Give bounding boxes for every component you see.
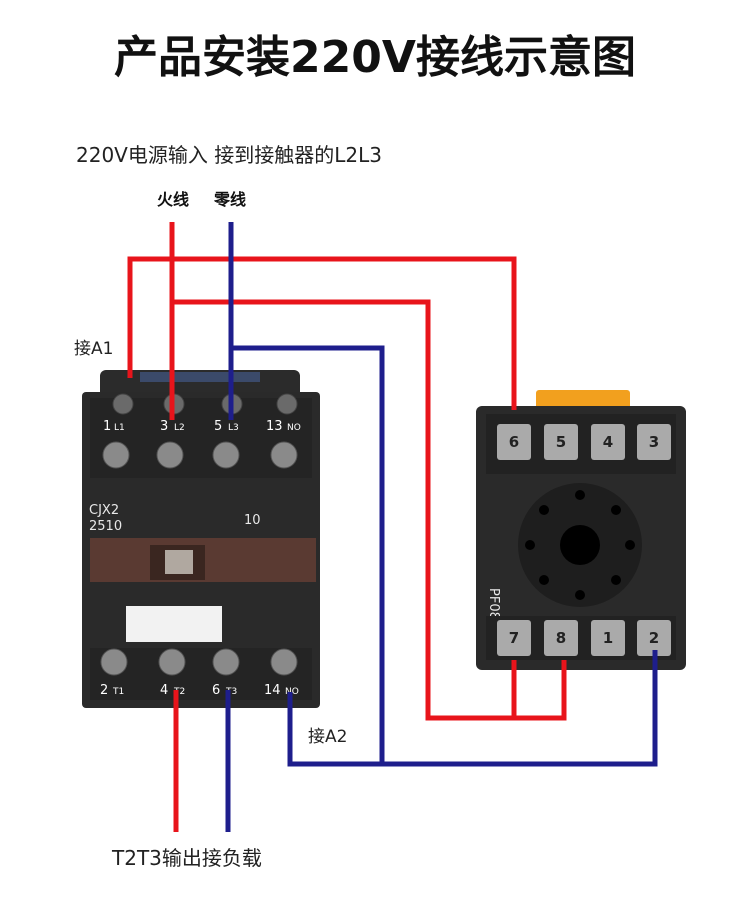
screw-icon bbox=[270, 648, 298, 676]
screw-icon bbox=[100, 648, 128, 676]
relay-top-pins: 6 5 4 3 bbox=[497, 424, 671, 460]
pin-terminal bbox=[544, 620, 578, 656]
pin-terminal bbox=[497, 620, 531, 656]
screw-icon bbox=[102, 441, 130, 469]
pin-number: 6 bbox=[509, 433, 519, 451]
pin-terminal bbox=[591, 620, 625, 656]
pin-terminal bbox=[637, 620, 671, 656]
pin-number: 5 bbox=[556, 433, 566, 451]
screw-icon bbox=[212, 441, 240, 469]
a1-label: 接A1 bbox=[74, 339, 113, 359]
terminal-sub: T1 bbox=[112, 687, 124, 697]
pin-number: 2 bbox=[649, 629, 659, 647]
terminal-number: 14 bbox=[264, 683, 281, 698]
pin-number: 8 bbox=[556, 629, 566, 647]
a2-label: 接A2 bbox=[308, 727, 347, 747]
model-line2: 2510 bbox=[89, 519, 122, 534]
relay-bottom-pins: 7 8 1 2 bbox=[497, 620, 671, 656]
terminal-sub: L3 bbox=[228, 423, 239, 433]
relay-base: 6 5 4 3 PF083A 7 8 1 2 bbox=[476, 390, 686, 670]
screw-icon bbox=[156, 441, 184, 469]
screw-icon bbox=[270, 441, 298, 469]
terminal-number: 4 bbox=[160, 683, 168, 698]
contactor-top-terminal-labels: 1 L1 3 L2 5 L3 13 NO bbox=[103, 419, 301, 434]
model-line1: CJX2 bbox=[89, 503, 119, 518]
wires bbox=[127, 222, 658, 832]
contactor-bottom-screws bbox=[100, 648, 298, 676]
contactor-actuator-pin bbox=[165, 550, 193, 574]
pin-terminal bbox=[544, 424, 578, 460]
neutral-wire-a2 bbox=[287, 692, 382, 767]
pin-number: 3 bbox=[649, 433, 659, 451]
terminal-number: 5 bbox=[214, 419, 222, 434]
terminal-sub: L1 bbox=[114, 423, 125, 433]
page-title: 产品安装220V接线示意图 bbox=[114, 32, 636, 83]
terminal-sub: T2 bbox=[173, 687, 185, 697]
rating-text: 10 bbox=[244, 513, 261, 528]
screw-icon bbox=[158, 648, 186, 676]
terminal-number: 3 bbox=[160, 419, 168, 434]
live-wire-a1-to-pin6 bbox=[127, 256, 517, 410]
pin-number: 4 bbox=[603, 433, 613, 451]
terminal-number: 1 bbox=[103, 419, 111, 434]
terminal-number: 6 bbox=[212, 683, 220, 698]
contactor-label-plate bbox=[126, 606, 222, 642]
relay-socket-center bbox=[560, 525, 600, 565]
input-label: 220V电源输入 接到接触器的L2L3 bbox=[76, 143, 382, 167]
contactor: 1 L1 3 L2 5 L3 13 NO CJX2 2510 10 2 T1 bbox=[82, 370, 320, 708]
terminal-sub: NO bbox=[287, 423, 301, 433]
pin-terminal bbox=[591, 424, 625, 460]
contactor-label-strip bbox=[140, 372, 260, 382]
screw-icon bbox=[276, 393, 298, 415]
output-label: T2T3输出接负载 bbox=[111, 846, 262, 870]
pin-terminal bbox=[637, 424, 671, 460]
terminal-sub: L2 bbox=[174, 423, 185, 433]
live-wire-to-pins-7-8 bbox=[172, 299, 567, 721]
live-wire-label: 火线 bbox=[157, 190, 189, 209]
pin-terminal bbox=[497, 424, 531, 460]
terminal-number: 13 bbox=[266, 419, 283, 434]
pin-number: 7 bbox=[509, 629, 519, 647]
terminal-number: 2 bbox=[100, 683, 108, 698]
relay-socket-holes bbox=[525, 490, 635, 600]
terminal-sub: T3 bbox=[225, 687, 237, 697]
screw-icon bbox=[212, 648, 240, 676]
screw-icon bbox=[112, 393, 134, 415]
neutral-wire-label: 零线 bbox=[213, 190, 246, 209]
pin-number: 1 bbox=[603, 629, 613, 647]
